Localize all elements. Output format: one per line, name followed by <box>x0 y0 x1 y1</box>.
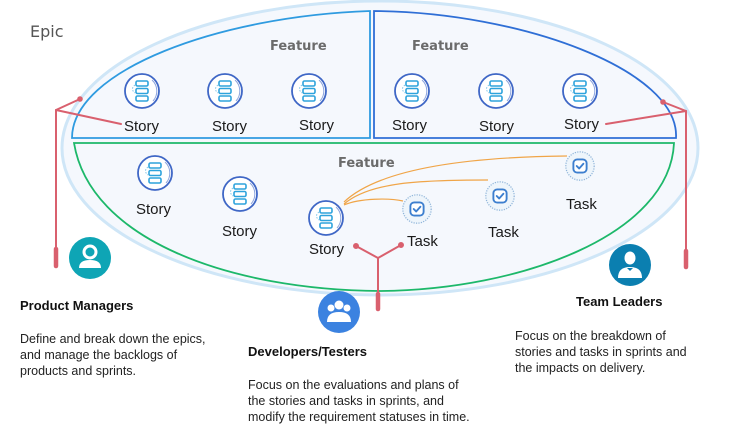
story-label: Story <box>564 116 600 133</box>
role-title: Team Leaders <box>576 294 662 309</box>
story-label: Story <box>136 201 172 218</box>
task-icon <box>563 149 597 183</box>
story-icon <box>562 73 598 109</box>
story-icon <box>308 200 344 236</box>
role-title: Developers/Testers <box>248 344 367 359</box>
task-label: Task <box>488 224 519 241</box>
story-label: Story <box>392 117 428 134</box>
task-icon <box>483 179 517 213</box>
story-label: Story <box>299 117 335 134</box>
role-desc-line: Focus on the breakdown of <box>515 329 666 343</box>
story-icon <box>207 73 243 109</box>
link-task-2 <box>343 179 489 205</box>
role-desc-line: Define and break down the epics, <box>20 332 206 346</box>
feature-3-outline <box>72 142 675 292</box>
feature-1-label: Feature <box>270 39 327 54</box>
feature-2-outline <box>373 10 677 139</box>
role-desc-line: and manage the backlogs of <box>20 348 178 362</box>
story-icon <box>394 73 430 109</box>
team-leader-avatar <box>609 244 651 286</box>
story-label: Story <box>222 223 258 240</box>
story-label: Story <box>212 118 248 135</box>
link-task-3 <box>343 155 568 203</box>
task-icon <box>400 192 434 226</box>
feature-3-label: Feature <box>338 156 395 171</box>
story-label: Story <box>479 118 515 135</box>
pm-pointer <box>53 96 122 269</box>
tl-pointer <box>605 99 689 270</box>
task-label: Task <box>407 233 438 250</box>
feature-2-label: Feature <box>412 39 469 54</box>
role-desc-line: the impacts on delivery. <box>515 361 645 375</box>
story-icon <box>291 73 327 109</box>
role-desc-line: stories and tasks in sprints and <box>515 345 687 359</box>
task-label: Task <box>566 196 597 213</box>
story-icon <box>124 73 160 109</box>
developers-avatar <box>318 291 360 333</box>
role-title: Product Managers <box>20 298 133 313</box>
role-desc-line: products and sprints. <box>20 364 136 378</box>
epic-label: Epic <box>30 22 64 41</box>
story-icon <box>137 155 173 191</box>
story-task-links <box>343 155 568 206</box>
group-icon <box>327 300 351 322</box>
person-icon <box>79 244 101 268</box>
leader-icon <box>618 251 642 278</box>
dev-pointer <box>353 242 404 312</box>
role-desc-line: modify the requirement statuses in time. <box>248 410 470 424</box>
story-label: Story <box>309 241 345 258</box>
product-manager-avatar <box>69 237 111 279</box>
role-desc-line: Focus on the evaluations and plans of <box>248 378 459 392</box>
role-desc-line: the stories and tasks in sprints, and <box>248 394 444 408</box>
link-task-1 <box>343 198 404 206</box>
story-icon <box>478 73 514 109</box>
story-icon <box>222 176 258 212</box>
story-label: Story <box>124 118 160 135</box>
